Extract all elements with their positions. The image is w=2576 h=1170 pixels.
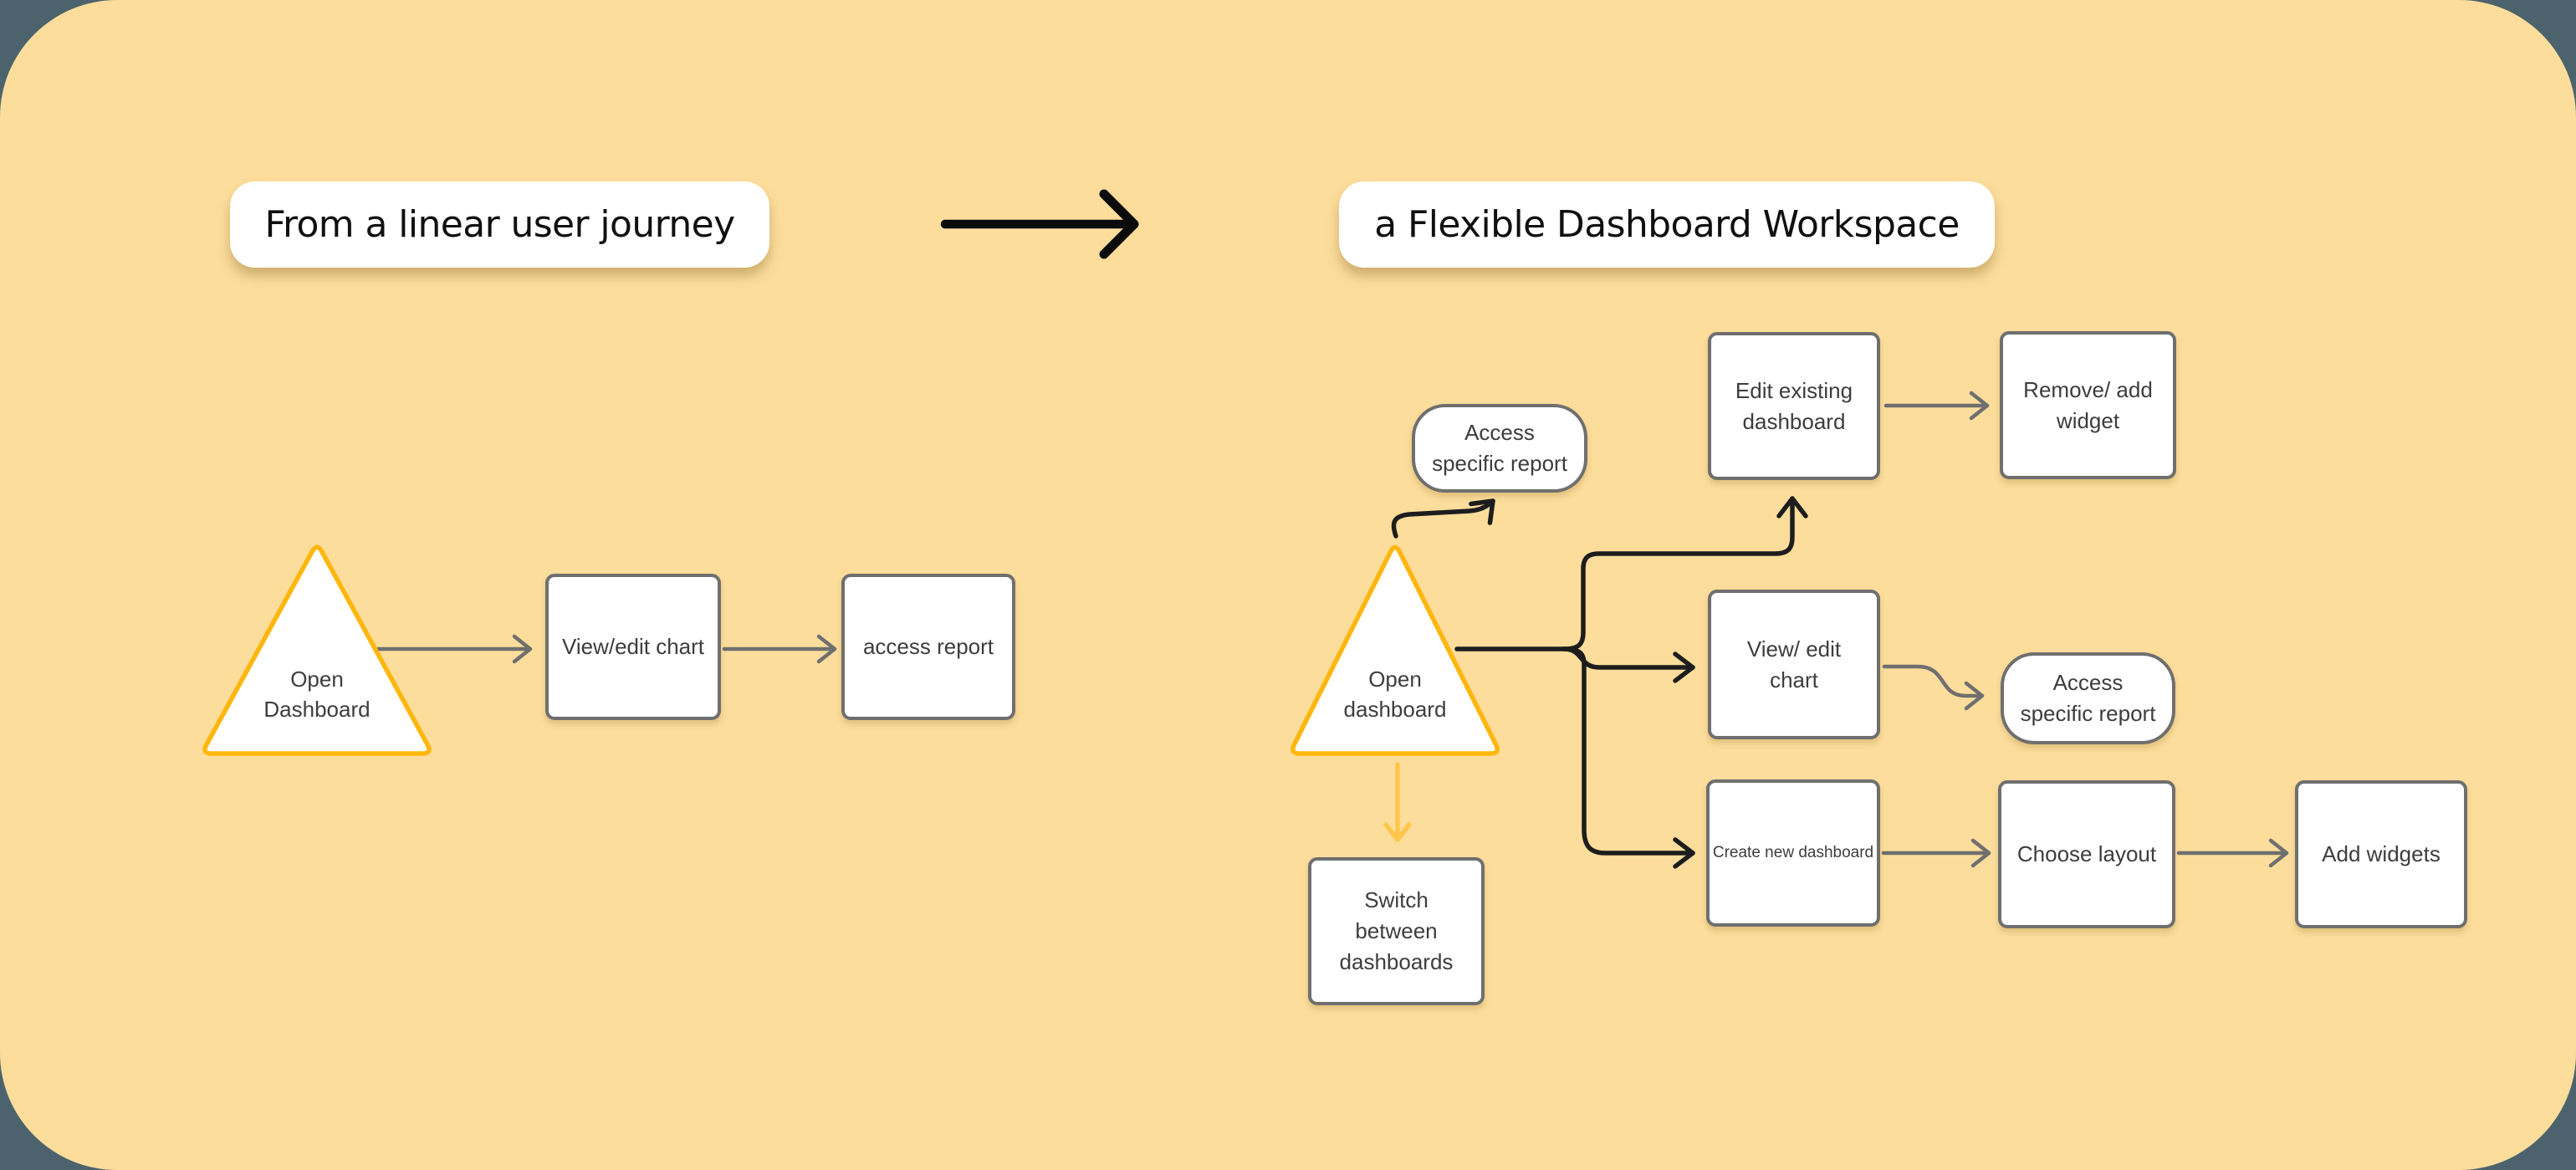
node-access-specific-report-right: Access specific report [2001, 652, 2175, 744]
connector-apex-to-toppill [1391, 498, 1495, 539]
connector-branch-down-to-create [1561, 646, 1695, 869]
node-access-report-left: access report [841, 574, 1015, 720]
right-triangle-shape [1291, 544, 1500, 756]
left-triangle-label: Open Dashboard [263, 667, 371, 722]
node-view-edit-chart-right: View/ edit chart [1708, 590, 1880, 739]
node-remove-add-widget: Remove/ add widget [2000, 331, 2176, 479]
node-edit-existing-dashboard: Edit existing dashboard [1708, 332, 1880, 480]
arrow-viewedit-to-specificreport [1882, 664, 1985, 711]
node-switch-between-dashboards: Switch between dashboards [1308, 857, 1485, 1005]
connector-branch-up-to-edit [1561, 496, 1808, 651]
left-triangle-shape [202, 544, 432, 756]
title-flexible-workspace: a Flexible Dashboard Workspace [1339, 181, 1995, 268]
node-choose-layout: Choose layout [1998, 780, 2175, 928]
node-view-edit-chart-left: View/edit chart [545, 574, 721, 720]
node-create-new-dashboard: Create new dashboard [1706, 779, 1880, 927]
node-add-widgets: Add widgets [2295, 780, 2467, 928]
right-triangle-label: Open dashboard [1343, 667, 1447, 722]
node-access-specific-report-top: Access specific report [1412, 404, 1587, 493]
title-linear-journey: From a linear user journey [230, 181, 769, 268]
